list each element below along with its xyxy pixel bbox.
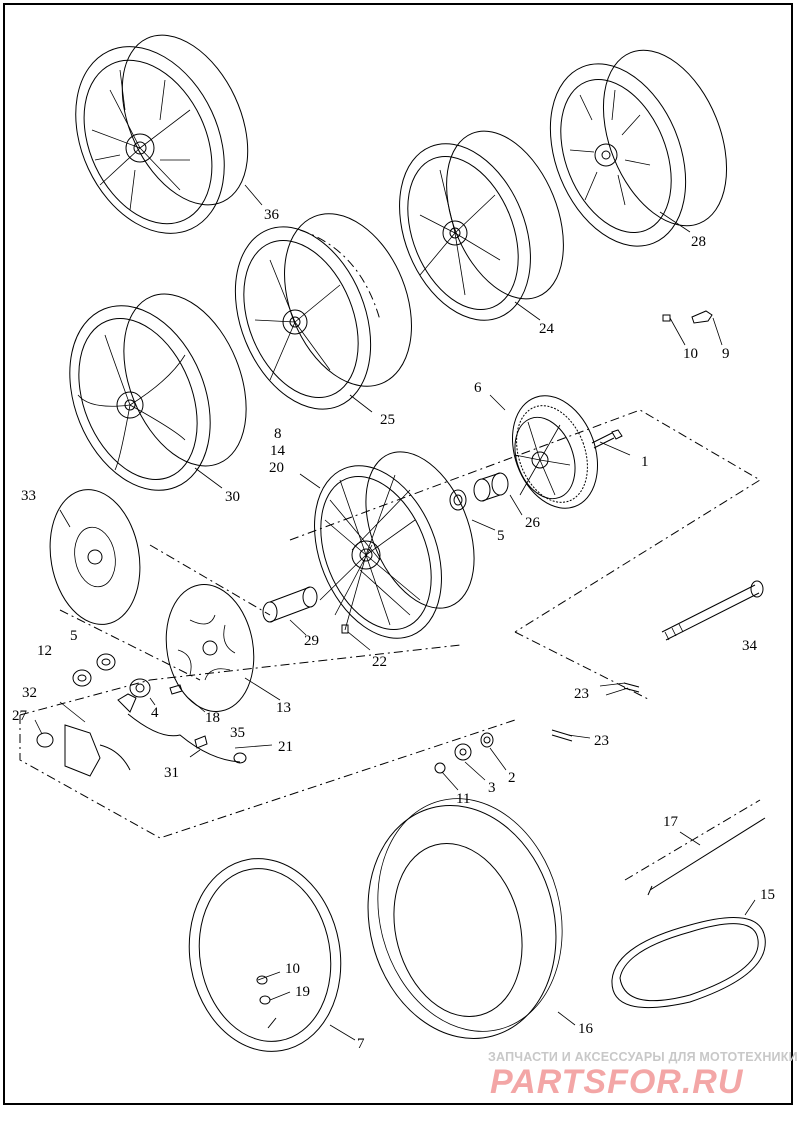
watermark-logo: PARTSFOR.RU [490,1063,744,1101]
spacer-26 [473,472,509,502]
callout-27: 27 [12,708,28,724]
callout-34: 34 [742,638,758,654]
valve-nut-19 [259,995,271,1005]
brake-rotor-13 [165,584,255,712]
callout-4: 4 [151,705,159,721]
axle-34 [661,580,764,641]
callout-7: 7 [357,1036,365,1052]
tire-16 [367,798,563,1039]
callout-23-lower: 23 [594,733,609,749]
callout-11: 11 [456,791,470,807]
spacer-3 [454,743,472,761]
callout-19: 19 [295,984,310,1000]
sprocket-6 [511,395,599,509]
bolt-23-left [623,682,640,693]
callout-17: 17 [663,814,679,830]
drawing-frame [3,3,793,1105]
callout-20: 20 [269,460,284,476]
caliper-bracket-32 [36,724,131,777]
callout-18: 18 [205,710,220,726]
callout-23-upper: 23 [574,686,589,702]
rim-strip-15 [611,916,766,1009]
callout-35: 35 [230,725,245,741]
assembly-line-lower [19,631,651,839]
callout-10-lower: 10 [285,961,300,977]
bearing-4 [129,678,151,698]
wheel-36 [75,34,249,234]
callout-22: 22 [372,654,387,670]
bearing-12 [72,669,92,687]
callout-29: 29 [304,633,319,649]
callout-25: 25 [380,412,395,428]
valve-cap-10-lower [256,975,268,985]
assembly-line-upper [289,409,761,633]
callout-12: 12 [37,643,52,659]
watermark-subtitle: ЗАПЧАСТИ И АКСЕССУАРЫ ДЛЯ МОТОТЕХНИКИ [488,1050,798,1064]
wheel-28 [549,49,728,247]
wheel-25 [234,213,412,410]
callout-3: 3 [488,780,496,796]
callout-31: 31 [164,765,179,781]
bearing-5-lower [96,653,116,671]
spacer-29 [262,586,318,623]
valve-22 [341,624,349,634]
callout-9: 9 [722,346,730,362]
bolt-18 [169,684,183,695]
spoke-17 [647,817,766,896]
callout-2: 2 [508,770,516,786]
assembly-line-left [59,609,201,681]
callout-16: 16 [578,1021,594,1037]
callout-30: 30 [225,489,240,505]
callout-1: 1 [641,454,649,470]
wheel-24 [399,130,564,321]
ring-11 [434,762,446,774]
callout-5-lower: 5 [70,628,78,644]
inner-tube-7 [188,858,342,1052]
callout-13: 13 [276,700,291,716]
callout-24: 24 [539,321,555,337]
wheel-30 [69,293,247,491]
callout-28: 28 [691,234,706,250]
callout-26: 26 [525,515,541,531]
callout-21: 21 [278,739,293,755]
callout-5-upper: 5 [497,528,505,544]
brake-rotor-33 [49,489,141,625]
wheel-speed-sensor-31 [117,693,247,764]
spoke-wheel-8-14-20 [314,451,475,639]
callout-6: 6 [474,380,482,396]
valve-cap-10-upper [662,314,671,322]
assembly-line-mid [149,544,271,616]
callout-32: 32 [22,685,37,701]
bolt-1 [591,429,623,449]
bearing-5-upper [449,489,467,511]
spacer-2 [480,732,494,748]
callout-15: 15 [760,887,775,903]
callout-14: 14 [270,443,286,459]
callout-33: 33 [21,488,36,504]
callout-36: 36 [264,207,280,223]
leader-lines [34,184,756,1041]
valve-stem-9 [691,310,713,324]
callout-10-upper: 10 [683,346,698,362]
callout-8: 8 [274,426,282,442]
